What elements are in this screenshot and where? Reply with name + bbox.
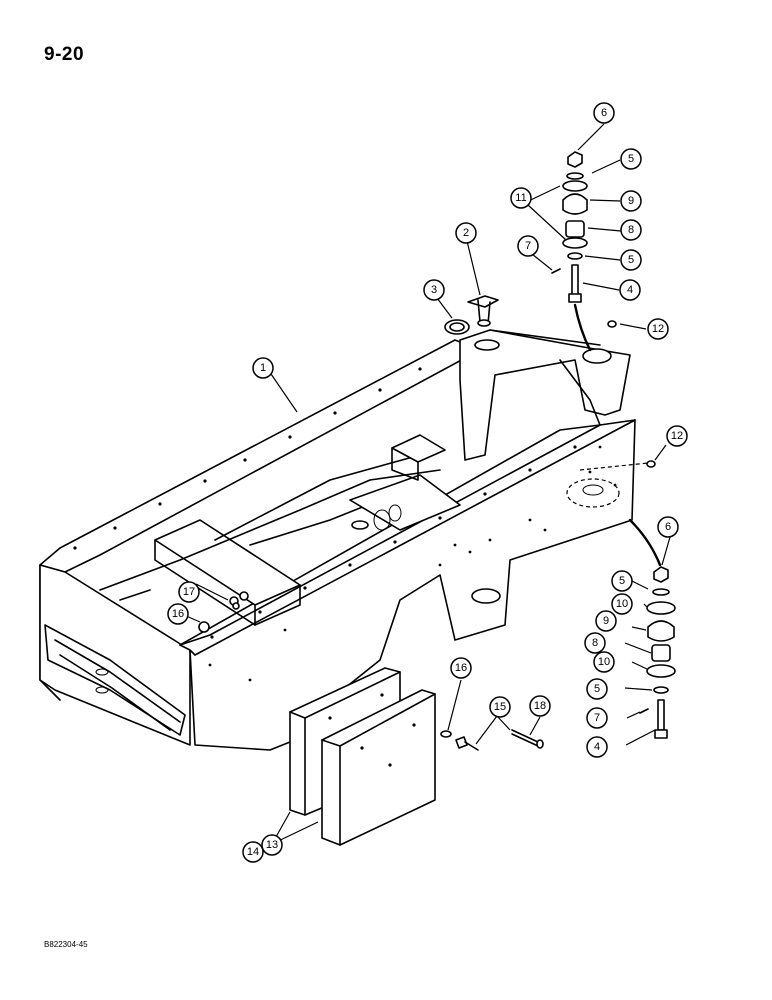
callout-10-b: 10 <box>593 651 615 673</box>
lift-pin-drawing <box>444 295 499 335</box>
callout-6-lower: 6 <box>657 516 679 538</box>
leader-lines <box>183 123 671 845</box>
svg-text:6: 6 <box>665 521 671 533</box>
svg-text:16: 16 <box>455 662 467 674</box>
callout-5-upper-b: 5 <box>620 249 642 271</box>
svg-text:10: 10 <box>616 598 628 610</box>
svg-text:12: 12 <box>671 430 683 442</box>
callout-8-upper: 8 <box>620 219 642 241</box>
callout-9-upper: 9 <box>620 190 642 212</box>
callout-16-upper: 16 <box>167 603 189 625</box>
svg-text:4: 4 <box>594 741 600 753</box>
callout-16-lower: 16 <box>450 657 472 679</box>
svg-text:5: 5 <box>619 575 625 587</box>
callout-9-lower: 9 <box>595 610 617 632</box>
svg-text:15: 15 <box>494 701 506 713</box>
callout-3: 3 <box>423 279 445 301</box>
lower-mount-stack-drawing <box>628 518 676 739</box>
callout-14: 14 <box>242 841 264 863</box>
callout-7-upper: 7 <box>517 235 539 257</box>
page-number: 9-20 <box>44 44 85 65</box>
svg-text:1: 1 <box>260 362 266 374</box>
svg-text:16: 16 <box>172 608 184 620</box>
svg-text:3: 3 <box>431 284 437 296</box>
callout-15: 15 <box>489 696 511 718</box>
callout-4-upper: 4 <box>619 279 641 301</box>
plugs-drawing <box>579 320 656 471</box>
callout-11: 11 <box>510 187 532 209</box>
svg-text:5: 5 <box>628 153 634 165</box>
callout-18: 18 <box>529 695 551 717</box>
callout-10-a: 10 <box>611 593 633 615</box>
callout-2: 2 <box>455 222 477 244</box>
callout-12-lower: 12 <box>666 425 688 447</box>
svg-text:7: 7 <box>594 712 600 724</box>
svg-text:10: 10 <box>598 656 610 668</box>
svg-text:5: 5 <box>628 254 634 266</box>
callout-13: 13 <box>261 834 283 856</box>
svg-text:8: 8 <box>592 637 598 649</box>
svg-text:2: 2 <box>463 227 469 239</box>
callout-5-upper-a: 5 <box>620 148 642 170</box>
drawing-code: B822304-45 <box>44 940 88 949</box>
svg-text:9: 9 <box>603 615 609 627</box>
main-frame-drawing <box>39 329 636 751</box>
svg-text:14: 14 <box>247 846 259 858</box>
callout-7-lower: 7 <box>586 707 608 729</box>
callout-4-lower: 4 <box>586 736 608 758</box>
svg-text:12: 12 <box>652 323 664 335</box>
upper-mount-stack-drawing <box>551 151 592 352</box>
svg-text:8: 8 <box>628 224 634 236</box>
callout-5-lower-b: 5 <box>586 678 608 700</box>
callout-8-lower: 8 <box>584 632 606 654</box>
svg-text:7: 7 <box>525 240 531 252</box>
svg-text:9: 9 <box>628 195 634 207</box>
callout-6-upper: 6 <box>593 102 615 124</box>
counterweights-drawing <box>289 667 436 846</box>
svg-text:17: 17 <box>183 586 195 598</box>
callout-5-lower-a: 5 <box>611 570 633 592</box>
svg-text:18: 18 <box>534 700 546 712</box>
svg-text:13: 13 <box>266 839 278 851</box>
callout-17: 17 <box>178 581 200 603</box>
svg-text:5: 5 <box>594 683 600 695</box>
svg-text:6: 6 <box>601 107 607 119</box>
svg-text:11: 11 <box>515 192 526 204</box>
callout-1: 1 <box>252 357 274 379</box>
callout-12-upper: 12 <box>647 318 669 340</box>
svg-text:4: 4 <box>627 284 633 296</box>
bolt-washer-pin-drawing <box>440 729 544 751</box>
